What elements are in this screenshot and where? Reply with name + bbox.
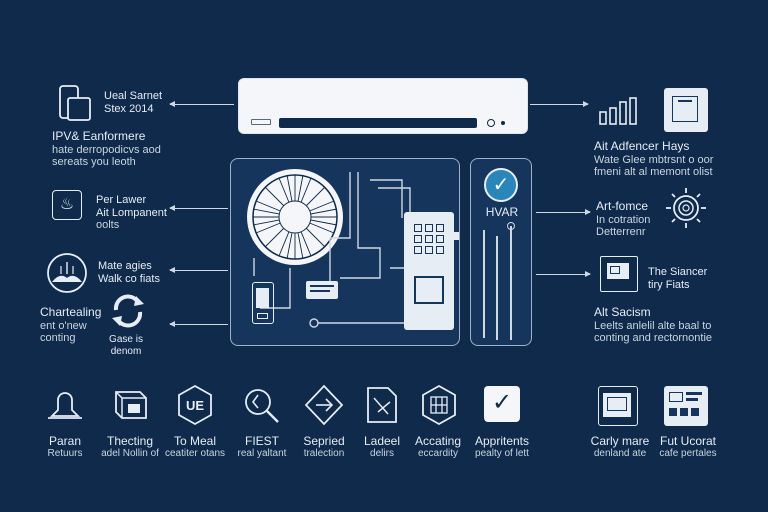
right-label-1-line3: fmeni alt al memont olist [594, 166, 713, 179]
left-label-1-line2: Stex 2014 [104, 102, 154, 115]
left-label-1-line1: Ueal Sarnet [104, 90, 163, 102]
bar-levels-icon [599, 97, 637, 125]
bottom-sublabel-4: real yaltant [237, 448, 287, 459]
arrow-left-6 [169, 321, 228, 327]
bottom-sublabel-5: tralection [303, 448, 345, 459]
bottom-label-3: To Meal [173, 434, 217, 448]
bottom-sublabel-8: pealty of lett [475, 448, 529, 459]
bottom-sublabel-3: ceatiter otans [164, 448, 226, 459]
right-label-3-line2: tiry Fiats [648, 278, 690, 291]
bottom-label-7: Accating [414, 434, 462, 448]
bottom-label-8: Appritents [474, 434, 530, 448]
left-label-3-line1: Per Lawer [96, 194, 147, 206]
arrow-right-2 [536, 209, 591, 215]
left-label-2-line1: IPV& Eanformere [52, 129, 146, 143]
left-label-6-line1: Gase is [109, 334, 143, 345]
left-label-5-line3: conting [40, 332, 76, 345]
thermostat-device [252, 282, 274, 324]
hvac-label: HVAR [485, 205, 519, 219]
left-label-5-line1: Chartealing [40, 305, 102, 319]
bottom-label-9: Carly mare [590, 434, 650, 448]
checkbox-icon: ✓ [484, 386, 520, 422]
hex-ue-icon: UE [178, 384, 212, 426]
bottom-label-1: Paran [48, 434, 82, 448]
left-label-5-line2: ent o'new [40, 319, 87, 332]
keypad-grid [414, 224, 444, 264]
ac-indoor-unit [238, 78, 528, 134]
landscape-icon [47, 253, 87, 293]
bottom-sublabel-7: eccardity [417, 448, 458, 459]
bottom-label-10: Fut Ucorat [659, 434, 716, 448]
arrow-left-3 [169, 205, 228, 211]
magnifier-icon [245, 389, 279, 423]
bottom-sublabel-10: cafe pertales [659, 448, 717, 459]
right-label-4-line1: Alt Sacism [594, 305, 651, 319]
left-label-2-line3: sereats you leoth [52, 156, 136, 169]
diamond-arrow-icon [304, 384, 344, 426]
bottom-label-4: FIEST [244, 434, 279, 448]
right-label-1-line2: Wate Glee mbtrsnt o oor [594, 153, 714, 166]
recycle-icon [112, 294, 144, 328]
right-label-3-line1: The Siancer [648, 266, 708, 278]
right-label-2-line1: Art-fomce [596, 199, 649, 213]
right-label-4-line2: Leelts anlelil alte baal to [594, 319, 712, 332]
window-icon [598, 386, 638, 426]
control-screen [414, 276, 444, 304]
bottom-sublabel-9: denland ate [593, 448, 647, 459]
unit-card-icon [664, 88, 708, 132]
left-label-2-line2: hate derropodicvs aod [52, 143, 161, 156]
bottom-label-6: Ladeel [363, 434, 401, 448]
right-label-1-line1: Ait Adfencer Hays [594, 139, 690, 153]
box-icon [115, 391, 147, 419]
ac-status-dot [501, 121, 505, 125]
control-board-label [306, 281, 338, 299]
left-label-3-line2: Ait Lompanent [96, 206, 167, 219]
left-label-6-line2: denom [110, 345, 142, 357]
right-label-2-line3: Detterrenr [596, 226, 646, 239]
document-icon [367, 387, 397, 423]
control-unit [404, 212, 454, 330]
hex-grid-icon [422, 384, 456, 426]
bottom-label-2: Thecting [106, 434, 154, 448]
left-label-3-line3: oolts [96, 219, 120, 232]
ac-display [251, 119, 271, 125]
check-circle-icon: ✓ [484, 168, 518, 202]
bottom-sublabel-1: Retuurs [47, 448, 83, 459]
phone-icon [59, 85, 91, 121]
right-label-2-line2: In cotration [596, 213, 651, 226]
bottom-label-5: Sepried [303, 434, 345, 448]
ac-vent-slot [279, 118, 477, 128]
panel-screen-icon [600, 256, 638, 292]
arrow-right-3 [536, 271, 591, 277]
arrow-to-ac-right [530, 101, 589, 107]
ac-indicator-light [487, 119, 495, 127]
fan-icon [247, 169, 343, 265]
svg-text:UE: UE [186, 398, 204, 413]
flame-icon: ♨ [52, 190, 82, 220]
bottom-sublabel-2: adel Nollin of [101, 448, 159, 459]
sun-target-icon [666, 188, 706, 228]
arrow-to-ac-left [169, 101, 234, 107]
bottom-sublabel-6: delirs [370, 448, 394, 459]
left-label-4-line1: Mate agies [98, 260, 152, 272]
right-label-4-line3: conting and rectornontie [594, 332, 713, 345]
left-label-4-line2: Walk co fiats [98, 272, 160, 285]
dashboard-icon [664, 386, 708, 426]
arrow-left-4 [169, 267, 228, 273]
bell-icon [48, 392, 82, 419]
